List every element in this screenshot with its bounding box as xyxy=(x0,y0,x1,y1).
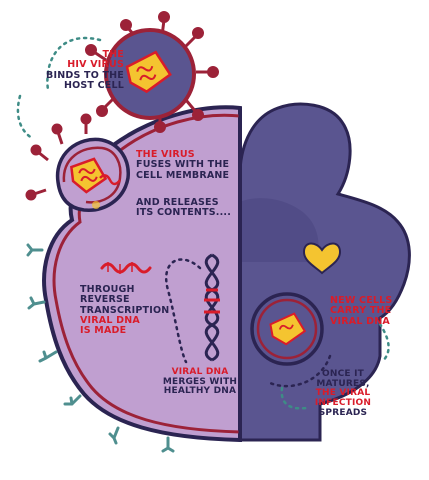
membrane-receptors xyxy=(26,243,175,453)
binds-line4: host cell xyxy=(63,79,124,91)
merges-line1: Viral DNA xyxy=(171,367,229,377)
matures-line1: Once it xyxy=(322,369,364,379)
connector-dots xyxy=(16,36,390,410)
fuses-line1: The virus xyxy=(136,149,195,160)
label-transcription: Through reverse transcription viral DNA … xyxy=(80,284,190,336)
matures-line3: the viral xyxy=(315,388,371,399)
binds-line1: The xyxy=(102,49,124,60)
infected-cell xyxy=(250,292,324,366)
virus-icon xyxy=(85,11,219,133)
matures-line5: spreads xyxy=(318,407,368,418)
fusion-spikes xyxy=(25,113,92,201)
merges-line2: merges with xyxy=(162,376,238,387)
dna-helix-icon xyxy=(204,253,220,362)
label-matures: Once it matures, the viral infection spr… xyxy=(304,369,382,419)
transcription-line3: transcription xyxy=(80,304,170,316)
new-cells-line3: viral DNA xyxy=(330,315,390,327)
transcription-line2: reverse xyxy=(80,294,130,306)
matures-line2: matures, xyxy=(316,378,370,389)
transcription-line4: viral DNA xyxy=(80,314,140,326)
fuses-line3: cell membrane xyxy=(136,169,230,181)
label-binds: The HIV virus binds to the host cell xyxy=(32,49,124,91)
rna-ticks xyxy=(107,262,133,274)
transcription-line1: Through xyxy=(80,284,135,295)
fusion-bud xyxy=(55,137,130,212)
binds-line2: HIV virus xyxy=(67,59,124,71)
new-cells-line2: carry the xyxy=(330,305,392,317)
heart-icon xyxy=(302,242,342,275)
releases-line1: And releases xyxy=(136,197,219,208)
fuses-line2: fuses with the xyxy=(136,159,230,171)
binds-line3: binds to the xyxy=(46,69,124,81)
releases-line2: its contents.... xyxy=(136,207,232,219)
virus-capsid-icon xyxy=(70,157,108,194)
rna-strand-icon xyxy=(100,262,152,274)
label-merges: Viral DNA merges with healthy DNA xyxy=(155,367,245,397)
merges-line3: healthy DNA xyxy=(163,386,237,397)
label-fuses: The virus fuses with the cell membrane xyxy=(136,149,246,181)
label-new-cells: New cells carry the viral DNA xyxy=(330,295,426,327)
new-cells-line1: New cells xyxy=(330,295,393,306)
transcription-line5: is made xyxy=(80,325,127,336)
label-releases: And releases its contents.... xyxy=(136,197,240,219)
matures-line4: infection xyxy=(314,398,372,409)
